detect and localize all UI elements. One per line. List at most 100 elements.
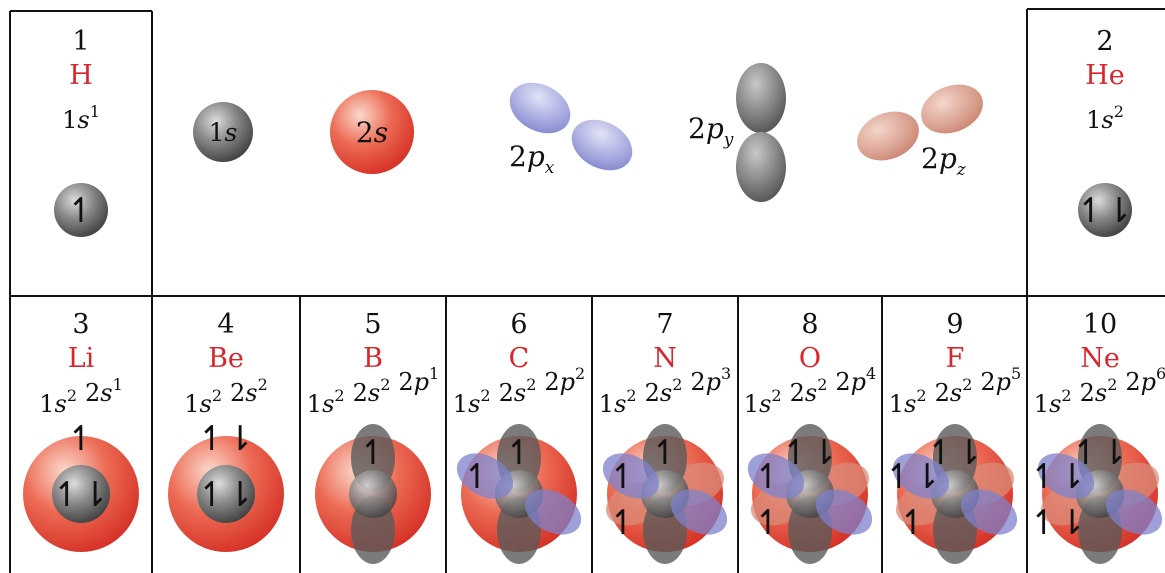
orbital-2px-lobe [1037,453,1095,499]
electron-spin-arrows-1s: ↿⇂ [53,475,110,515]
element-cell-he: 2 He 1s2 ↿⇂ [1077,26,1134,237]
electron-spin-arrows-2py: ↿ [651,433,680,473]
electron-spin-arrows-2px: ↿⇂ [1030,457,1087,497]
orbital-1s-sphere [193,102,253,162]
orbital-2px-lobe [602,453,660,499]
orbital-1s: 1s [193,102,253,162]
orbital-2s-label: 2s [356,116,388,149]
orbital-2pz-label: 2pz [921,142,967,180]
orbital-2py-label: 2py [688,112,734,150]
electron-spin-arrows-2px: ↿ [754,457,783,497]
orbital-model [23,436,139,552]
electron-configuration: 1s1 [62,102,100,134]
electron-spin-arrows-2px: ↿ [609,457,638,497]
electron-spin-arrows-2s: ↿⇂ [198,419,255,459]
orbital-model [602,424,728,564]
atomic-number: 9 [946,309,963,340]
electron-spin-arrows-2px: ↿⇂ [885,457,942,497]
electron-spin-arrows-2py: ↿⇂ [782,433,839,473]
atomic-number: 6 [510,309,527,340]
atomic-number: 3 [72,309,89,340]
atomic-number: 10 [1083,309,1117,340]
orbital-2px-lobe-a [509,82,571,134]
atomic-number: 4 [217,309,234,340]
grid-lines [9,8,1165,573]
element-symbol: He [1085,60,1125,91]
electron-spin-arrows-2py: ↿ [359,433,388,473]
orbital-2px-lobe [1105,489,1163,535]
orbital-2px-lobe [670,489,728,535]
element-cell-h: 1 H 1s1 ↿ [54,26,108,237]
orbital-model [1037,424,1163,564]
orbital-2pz: 2pz [857,84,983,180]
orbital-2px-lobe [524,489,582,535]
orbital-model [315,424,431,564]
orbital-1s-sphere [54,183,108,237]
electron-spin-arrows-2py: ↿ [505,433,534,473]
element-symbol: Ne [1080,343,1120,374]
electron-configuration: 1s2 [1086,102,1124,134]
element-symbol: Li [68,343,95,374]
orbital-1s-sphere [349,470,397,518]
element-symbol: H [69,60,93,91]
orbital-model [892,424,1018,564]
orbital-2px: 2px [509,82,633,178]
orbital-2py-lobe-top [736,63,786,133]
element-symbol: N [653,343,677,374]
atomic-number: 7 [656,309,673,340]
orbital-model [456,424,582,564]
orbital-1s-sphere [1078,183,1132,237]
orbital-2px-lobe [815,489,873,535]
atomic-number: 8 [801,309,818,340]
element-symbol: O [799,343,821,374]
orbital-2px-lobe [747,453,805,499]
orbital-1s-sphere [52,465,110,523]
element-symbol: B [363,343,383,374]
orbital-2py: 2py [688,63,786,202]
electron-spin-arrows-1s: ↿⇂ [198,475,255,515]
orbital-2py-lobe-bottom [736,132,786,202]
orbital-model [168,436,284,552]
electron-spin-arrows-2pz: ↿ [754,503,783,543]
electron-spin-arrows-2py: ↿⇂ [927,433,984,473]
atomic-number: 1 [72,26,89,57]
atomic-number: 5 [364,309,381,340]
orbital-2s: 2s [330,90,414,174]
electron-spin-arrows: ↿ [67,191,96,231]
electron-spin-arrows-2pz: ↿ [609,503,638,543]
atomic-number: 2 [1096,26,1113,57]
orbital-model [747,424,873,564]
element-symbol: C [509,343,530,374]
electron-spin-arrows-2py: ↿⇂ [1072,433,1129,473]
orbital-2s-sphere [330,90,414,174]
orbital-2px-lobe-b [571,119,633,171]
orbital-legend: 1s 2s 2px 2py 2pz [193,63,983,202]
electron-spin-arrows-2pz: ↿ [899,503,928,543]
electron-spin-arrows: ↿⇂ [1077,191,1134,231]
orbital-2px-lobe [960,489,1018,535]
electron-spin-arrows-2px: ↿ [463,457,492,497]
element-symbol: Be [208,343,244,374]
electron-spin-arrows-2s: ↿ [67,419,96,459]
orbital-2px-lobe [892,453,950,499]
orbital-2pz-lobe-b [921,84,983,134]
electron-spin-arrows-2pz: ↿⇂ [1030,503,1087,543]
orbital-2pz-lobe-a [857,111,919,161]
element-symbol: F [946,343,965,374]
